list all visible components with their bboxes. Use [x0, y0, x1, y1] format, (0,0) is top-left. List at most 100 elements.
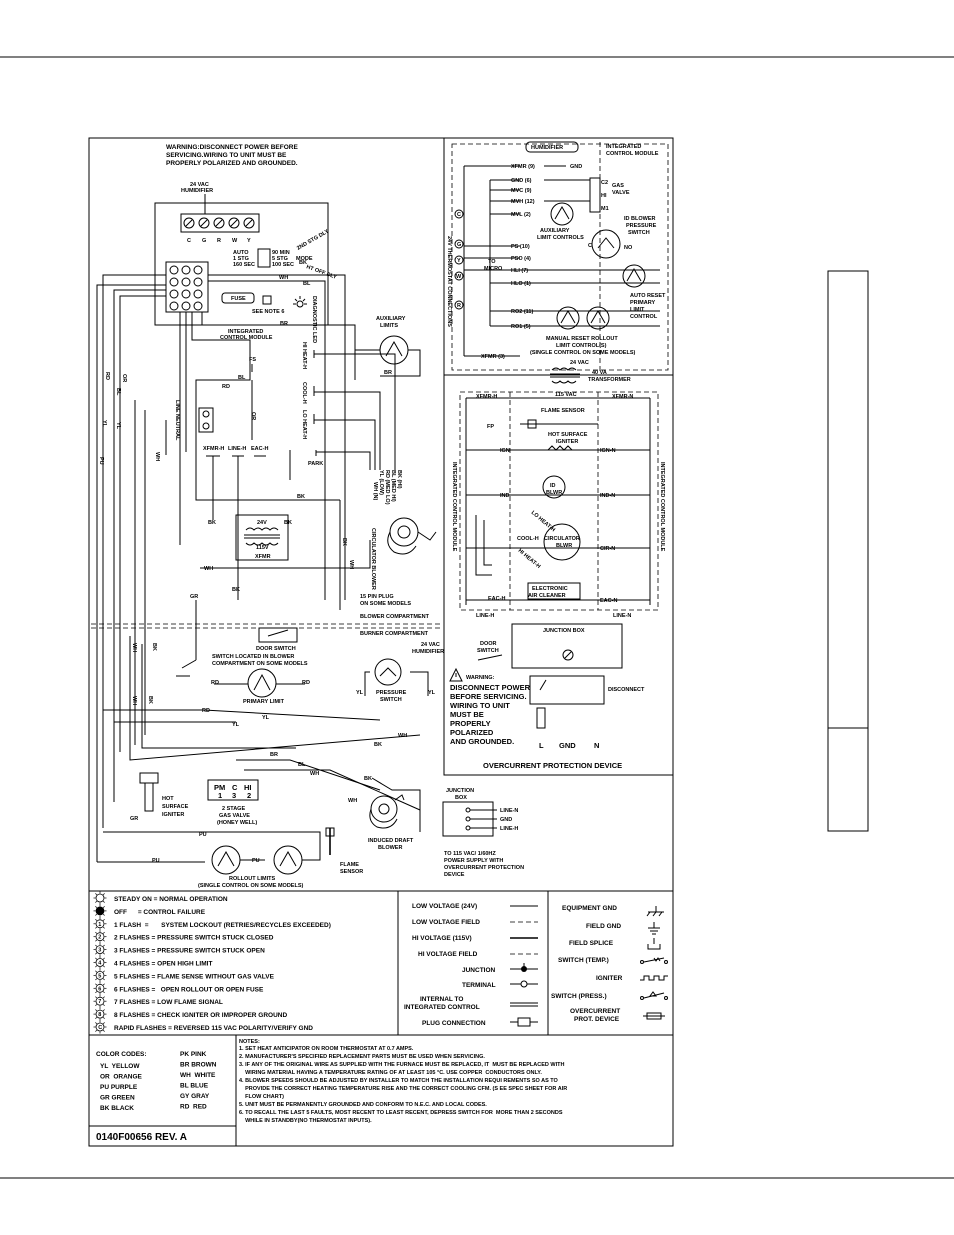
led-code-number: C: [98, 1025, 102, 1031]
lb-warn-0: WARNING:: [466, 675, 495, 681]
wire-label-bl-v: BL: [115, 388, 121, 396]
note-line: 2. MANUFACTURER'S SPECIFIED REPLACEMENT …: [239, 1054, 485, 1060]
led-code-row: 5: [93, 968, 107, 982]
lb-eac: [527, 582, 581, 600]
wire-label-bk-4: BK: [297, 494, 305, 500]
tr-transformer: TRANSFORMER: [588, 377, 631, 383]
flame-sensor-2: SENSOR: [340, 869, 363, 875]
led-code-row: 3: [93, 943, 107, 957]
lt-c: C: [457, 212, 461, 218]
lb-cir-n: CIR-N: [600, 546, 615, 552]
lb-id-blower: [542, 475, 566, 499]
gv-c: C: [232, 783, 238, 792]
ls-3: SWITCH (TEMP.): [558, 957, 609, 964]
motor-wire-yl: YL (LOW): [378, 470, 384, 495]
lt-auto-reset-limit: [622, 264, 646, 288]
lb-l: L: [539, 741, 544, 750]
note-line: FLOW CHART): [239, 1094, 284, 1100]
lb-warn-1: DISCONNECT POWER: [450, 683, 531, 692]
wire-label-wh-v3: WH: [131, 643, 137, 652]
lt-rollout-1: [556, 306, 580, 330]
delay-opt2-2: 5 STG: [272, 256, 288, 262]
ls-7: PROT. DEVICE: [574, 1016, 620, 1023]
lb-circ-blower: [543, 523, 581, 561]
lb-ind: IND: [500, 493, 510, 499]
lb-id-1: ID: [550, 483, 556, 489]
thermostat-terminal-strip: [180, 213, 260, 233]
door-switch-1: DOOR SWITCH: [256, 646, 296, 652]
line-neutral-label: LINE NEUTRAL: [174, 400, 180, 441]
power-supply-3: OVERCURRENT PROTECTION: [444, 865, 524, 871]
blower-compartment: BLOWER COMPARTMENT: [360, 614, 430, 620]
wire-label-wh-4: WH: [310, 771, 319, 777]
aux-limits-1: AUXILIARY: [376, 316, 406, 322]
legend-line-label: JUNCTION: [462, 967, 496, 974]
wire-label-yl-3: YL: [262, 715, 270, 721]
lt-idbps-3: SWITCH: [628, 230, 650, 236]
delay-opt2-3: 100 SEC: [272, 262, 294, 268]
left-harness: [96, 274, 356, 862]
color-code-left: BK BLACK: [100, 1105, 134, 1112]
lt-gas-valve-1: GAS: [612, 183, 624, 189]
color-code-left: OR ORANGE: [100, 1074, 143, 1081]
lt-row-6: PSO (4): [511, 256, 531, 262]
margin-tab: [827, 270, 869, 832]
color-code-left: YL YELLOW: [100, 1063, 140, 1070]
lb-xfmr-n: XFMR-N: [612, 394, 633, 400]
jbox-2: BOX: [455, 795, 467, 801]
gv-2: 2: [247, 791, 251, 800]
wire-label-bk-7: BK: [374, 742, 382, 748]
lt-gv-hi: HI: [601, 193, 607, 199]
lt-aux-limit: [550, 202, 574, 226]
door-switch: [258, 627, 298, 643]
led-code-number: 3: [98, 948, 101, 954]
note-line: WHILE IN STANDBY(NO THERMOSTAT INPUTS).: [239, 1118, 372, 1124]
pressure-switch-legend-icon: [640, 991, 668, 1000]
delay-label-2: HT OFF DLY: [305, 264, 337, 281]
plug-connector: [198, 407, 214, 433]
legend-line-label: INTEGRATED CONTROL: [404, 1004, 480, 1011]
tr-40va: 40 VA: [592, 370, 607, 376]
xfmr-115v: 115V: [256, 545, 269, 551]
lt-gas-valve: [589, 177, 601, 213]
wire-label-bk-v: BK: [151, 643, 157, 651]
flame-sensor: [325, 827, 335, 837]
lt-auto-3: LIMIT: [630, 307, 645, 313]
wire-label-bk-1: BK: [299, 260, 307, 266]
lb-line-n: LINE-N: [613, 613, 631, 619]
humidifier-label-2: HUMIDIFIER: [181, 188, 213, 194]
legend-sym-junction: [510, 963, 538, 972]
note-line: 4. BLOWER SPEEDS SHOULD BE ADJUSTED BY I…: [239, 1078, 559, 1084]
wire-label-rd-1: RD: [222, 384, 230, 390]
lt-row-2: MVC (9): [511, 188, 532, 194]
transformer: [235, 514, 289, 561]
thermostat-circles: [454, 209, 464, 310]
humidifier2-2: HUMIDIFIER: [412, 649, 444, 655]
lt-idbps-2: PRESSURE: [626, 223, 657, 229]
terminal-c: C: [187, 238, 191, 244]
wire-label-bk-v2: BK: [147, 696, 153, 704]
terminal-g: G: [202, 238, 206, 244]
wire-label-yl-4: YL: [356, 690, 364, 696]
color-code-left: PU PURPLE: [100, 1084, 138, 1091]
lb-warn-2: BEFORE SERVICING.: [450, 692, 527, 701]
hsi-3: IGNITER: [162, 812, 184, 818]
field-ground-icon: [648, 922, 660, 935]
motor-wire-wh: WH (N): [372, 482, 378, 500]
led-code-number: 1: [98, 922, 101, 928]
lb-icm-side-r: INTEGRATED CONTROL MODULE: [659, 462, 665, 552]
wire-label-br-2: BR: [384, 370, 392, 376]
xfmr-label: XFMR: [255, 554, 271, 560]
tr-24vac: 24 VAC: [570, 360, 589, 366]
flame-sensor-1: FLAME: [340, 862, 359, 868]
lb-icm-side: INTEGRATED CONTROL MODULE: [451, 462, 457, 552]
led-code-row: [93, 904, 107, 918]
wire-label-wh-5: WH: [348, 798, 357, 804]
ladder-bottom-rows: [465, 397, 651, 605]
icm-label-2: CONTROL MODULE: [220, 335, 273, 341]
lt-auto-1: AUTO RESET: [630, 293, 666, 299]
delay-opt-1: AUTO: [233, 250, 249, 256]
lb-ign-n: IGN-N: [600, 448, 616, 454]
note-line: 1. SET HEAT ANTICIPATOR ON ROOM THERMOST…: [239, 1046, 414, 1052]
dip-switch: [257, 248, 271, 268]
